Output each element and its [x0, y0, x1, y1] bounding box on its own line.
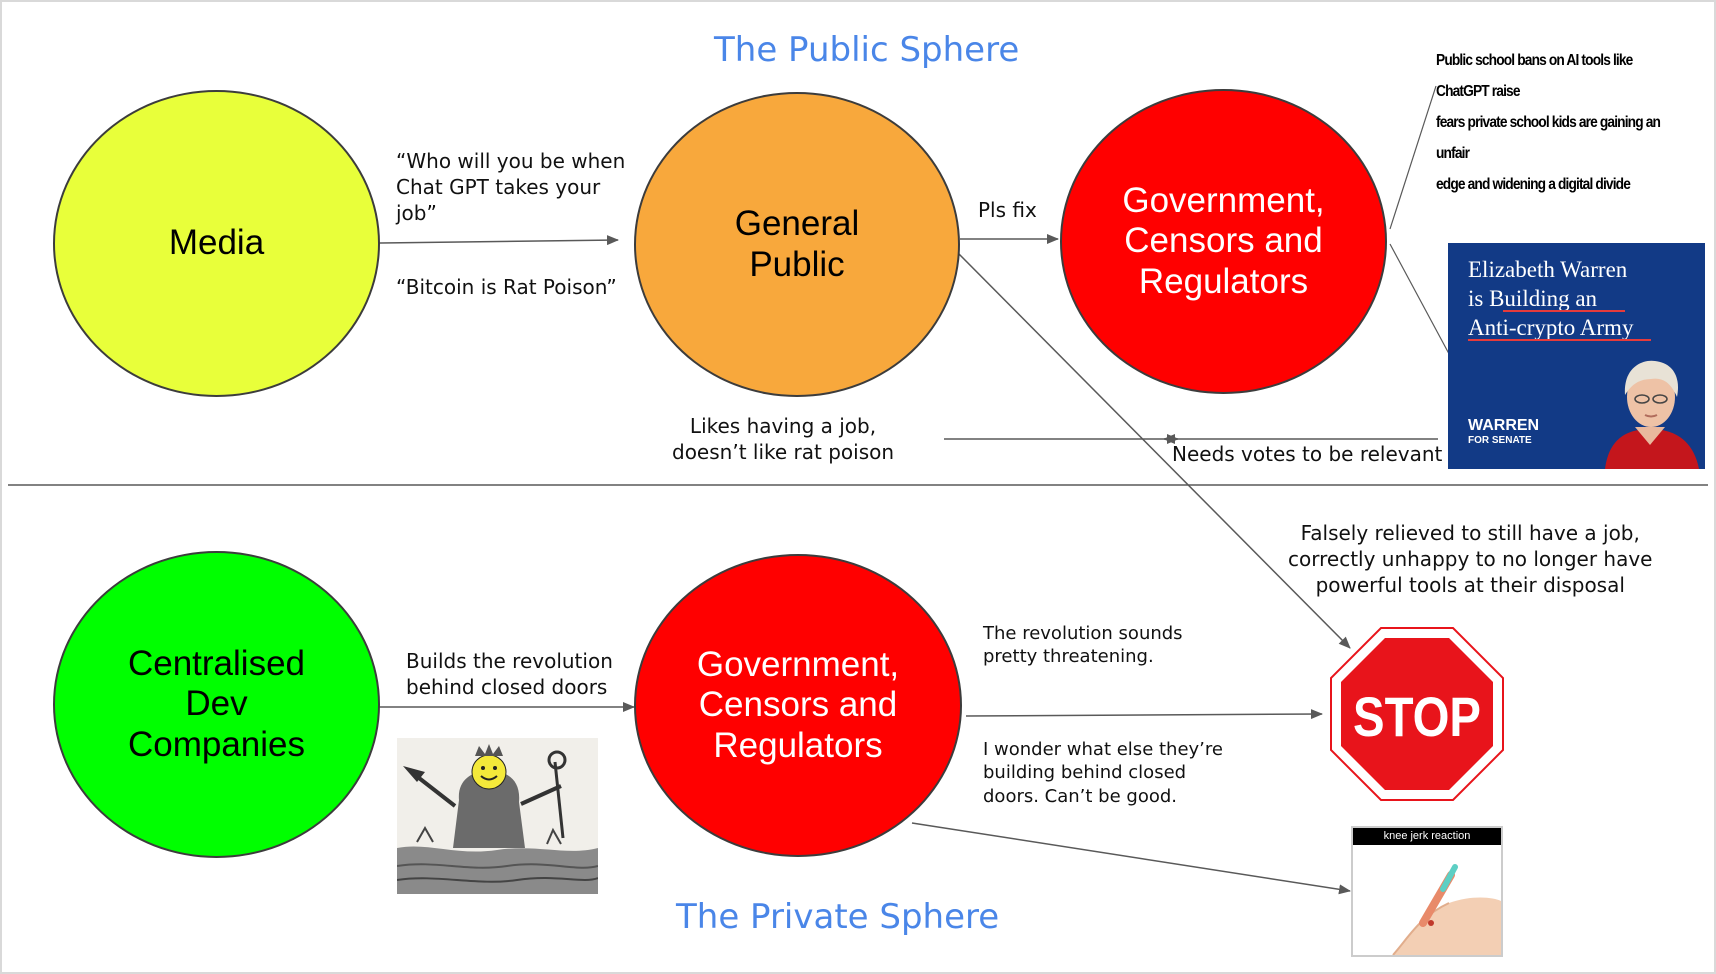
public-sphere-title: The Public Sphere: [714, 30, 1020, 70]
stop-sign-text: STOP: [1353, 685, 1481, 748]
dev-companies-node: Centralised Dev Companies: [53, 551, 380, 858]
media-node-label: Media: [168, 223, 265, 263]
dev-companies-node-label: Centralised Dev Companies: [127, 644, 306, 764]
poster-logo: WARREN FOR SENATE: [1468, 417, 1539, 447]
arrow-media-to-public: [377, 235, 619, 246]
senator-portrait-icon: [1605, 360, 1699, 469]
public-government-node: Government, Censors and Regulators: [1060, 89, 1387, 394]
poster-underline: [1468, 339, 1651, 341]
media-to-public-quote-chatgpt: “Who will you be when Chat GPT takes you…: [396, 149, 626, 225]
private-sphere-title: The Private Sphere: [676, 897, 1000, 937]
knee-jerk-icon: [1392, 864, 1501, 955]
arrow-government-to-knee: [911, 822, 1351, 895]
general-public-node-label: General Public: [734, 204, 860, 284]
poster-headline: Elizabeth Warren is Building an Anti-cry…: [1468, 257, 1634, 340]
general-public-node: General Public: [634, 92, 960, 397]
public-to-government-label: Pls fix: [978, 198, 1037, 222]
knee-jerk-panel: knee jerk reaction: [1351, 826, 1503, 957]
news-headline: Public school bans on AI tools like Chat…: [1436, 52, 1661, 193]
arrow-government-to-stop: [965, 709, 1323, 720]
media-to-public-quote-bitcoin: “Bitcoin is Rat Poison”: [396, 275, 617, 299]
poster-logo-main: WARREN: [1468, 417, 1540, 434]
government-feedback-label: Needs votes to be relevant: [1172, 442, 1443, 466]
wonder-note: I wonder what else they’re building behi…: [983, 739, 1223, 807]
connector-headline: [1389, 85, 1437, 230]
threat-note: The revolution sounds pretty threatening…: [983, 623, 1183, 668]
connector-poster: [1389, 243, 1456, 366]
campaign-poster: Elizabeth Warren is Building an Anti-cry…: [1448, 243, 1705, 469]
public-feedback-label: Likes having a job, doesn’t like rat poi…: [672, 414, 895, 464]
private-government-node-label: Government, Censors and Regulators: [696, 645, 900, 765]
poster-logo-sub: FOR SENATE: [1468, 435, 1532, 446]
public-government-node-label: Government, Censors and Regulators: [1122, 181, 1325, 301]
arrow-public-to-stop: [957, 252, 1351, 649]
media-node: Media: [53, 90, 380, 397]
outcome-note: Falsely relieved to still have a job, co…: [1288, 521, 1653, 597]
leviathan-engraving-icon: [397, 738, 598, 894]
dev-to-government-label: Builds the revolution behind closed door…: [406, 649, 613, 699]
poster-underline: [1503, 310, 1625, 312]
private-government-node: Government, Censors and Regulators: [634, 554, 962, 857]
knee-jerk-caption: knee jerk reaction: [1353, 828, 1501, 845]
stop-sign-icon: STOP: [1330, 627, 1504, 801]
